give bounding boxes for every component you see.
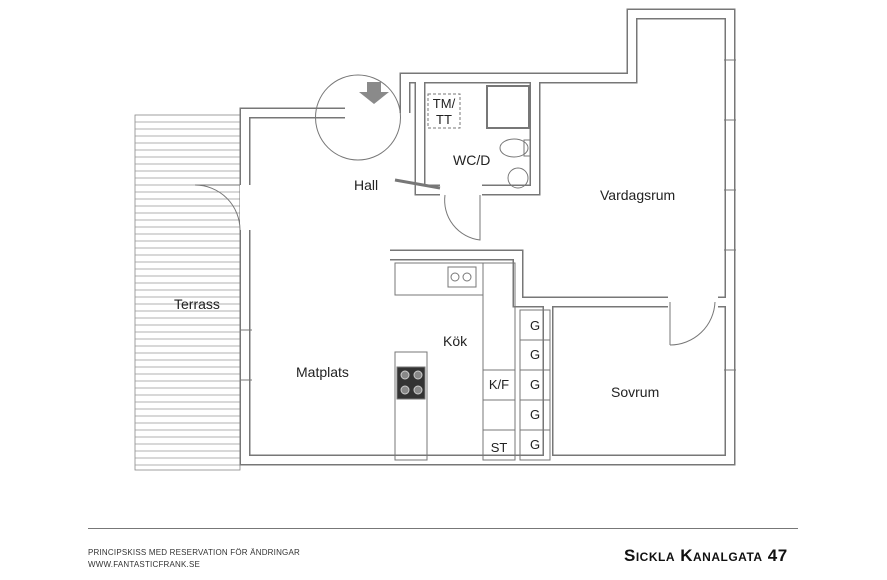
tm-label: TM/: [432, 96, 456, 111]
disclaimer-text: PRINCIPSKISS MED RESERVATION FÖR ÄNDRING…: [88, 548, 300, 557]
wardrobe-label: G: [529, 347, 541, 362]
room-label-vardagsrum: Vardagsrum: [600, 187, 676, 203]
storage-label: ST: [490, 440, 508, 455]
entry-arrow-icon: [359, 82, 389, 104]
website-link[interactable]: WWW.FANTASTICFRANK.SE: [88, 560, 201, 569]
kitchen-fixtures: [394, 262, 551, 461]
terrace-decking: [134, 114, 241, 471]
room-label-terrass: Terrass: [174, 296, 220, 312]
walls: [239, 8, 736, 466]
wardrobe-label: G: [529, 407, 541, 422]
toilet-icon: [499, 138, 529, 158]
footer-divider: [88, 528, 798, 529]
washer-dryer-box: [427, 93, 461, 129]
tt-label: TT: [436, 112, 452, 127]
wardrobe-label: G: [529, 437, 541, 452]
doors: [194, 74, 716, 346]
room-label-sovrum: Sovrum: [611, 384, 660, 400]
bathroom-fixtures: [427, 85, 531, 189]
shower-icon: [486, 85, 530, 129]
address-title: Sickla Kanalgata 47: [624, 546, 788, 565]
sink-icon: [507, 167, 529, 189]
room-label-hall: Hall: [354, 177, 379, 193]
washer-dryer-label: TM/TT: [428, 96, 460, 128]
fridge-freezer-label: K/F: [488, 377, 510, 392]
entry-door-arc: [315, 74, 401, 161]
sink-icon: [447, 266, 477, 288]
room-label-wcd: WC/D: [453, 152, 491, 168]
wardrobe-label: G: [529, 377, 541, 392]
room-label-kok: Kök: [443, 333, 468, 349]
room-label-matplats: Matplats: [296, 364, 349, 380]
wardrobes: [519, 309, 551, 461]
wardrobe-label: G: [529, 318, 541, 333]
